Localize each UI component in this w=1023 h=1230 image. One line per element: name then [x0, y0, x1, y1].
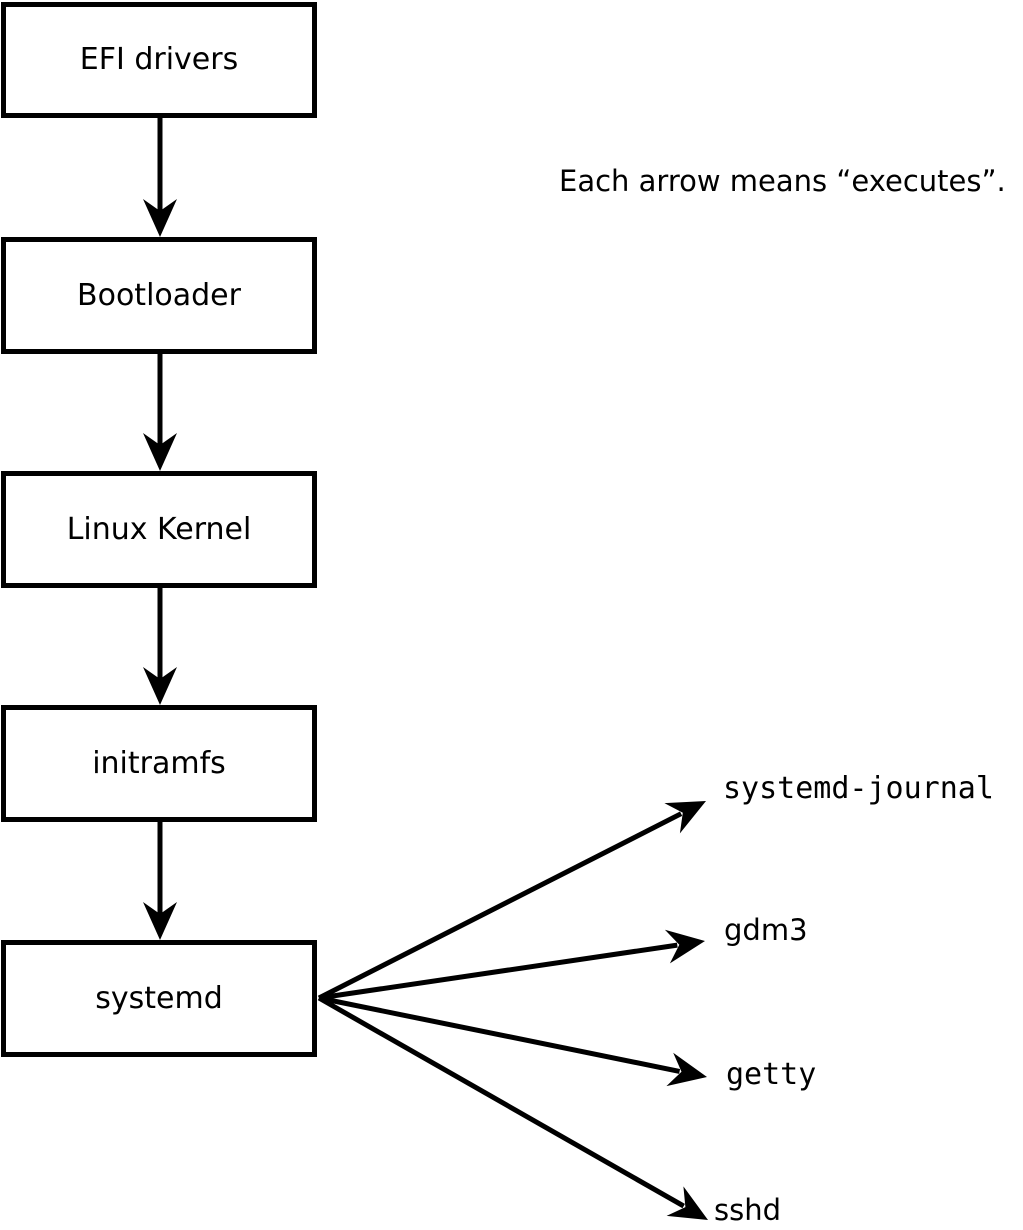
arrow-line: [317, 811, 683, 1001]
arrow-systemd-to-sshd: [317, 995, 708, 1220]
arrow-systemd-to-gdm3: [318, 929, 705, 1001]
label-systemd-journal: systemd-journal: [723, 771, 994, 806]
arrow-linux-kernel-to-initramfs: [143, 587, 177, 705]
label-gdm3: gdm3: [724, 913, 808, 947]
arrow-bootloader-to-linux-kernel: [143, 353, 177, 471]
label-getty: getty: [726, 1057, 817, 1092]
arrowhead-icon: [664, 801, 706, 834]
node-label: Bootloader: [77, 277, 241, 313]
arrowhead-icon: [143, 433, 177, 471]
arrowhead-icon: [143, 199, 177, 237]
arrow-line: [318, 995, 681, 1074]
arrow-efi-drivers-to-bootloader: [143, 117, 177, 237]
node-systemd: systemd: [1, 940, 317, 1057]
node-bootloader: Bootloader: [1, 237, 317, 354]
node-label: initramfs: [92, 745, 226, 781]
arrowhead-icon: [143, 667, 177, 705]
node-initramfs: initramfs: [1, 705, 317, 822]
node-label: EFI drivers: [79, 42, 239, 77]
label-sshd: sshd: [714, 1193, 782, 1227]
node-efi-drivers: EFI drivers: [1, 2, 317, 118]
arrow-initramfs-to-systemd: [143, 821, 177, 940]
arrowhead-icon: [666, 1186, 708, 1220]
node-label: Linux Kernel: [66, 511, 252, 547]
arrowhead-icon: [143, 902, 177, 940]
arrowhead-icon: [664, 929, 705, 964]
node-linux-kernel: Linux Kernel: [1, 471, 317, 588]
node-label: systemd: [95, 980, 223, 1016]
arrow-line: [317, 995, 685, 1209]
arrowhead-icon: [666, 1052, 707, 1087]
arrow-legend-note: Each arrow means “executes”.: [559, 164, 1006, 198]
arrow-systemd-to-getty: [318, 995, 707, 1087]
arrow-line: [318, 942, 678, 1001]
arrow-systemd-to-systemd-journal: [317, 801, 706, 1001]
